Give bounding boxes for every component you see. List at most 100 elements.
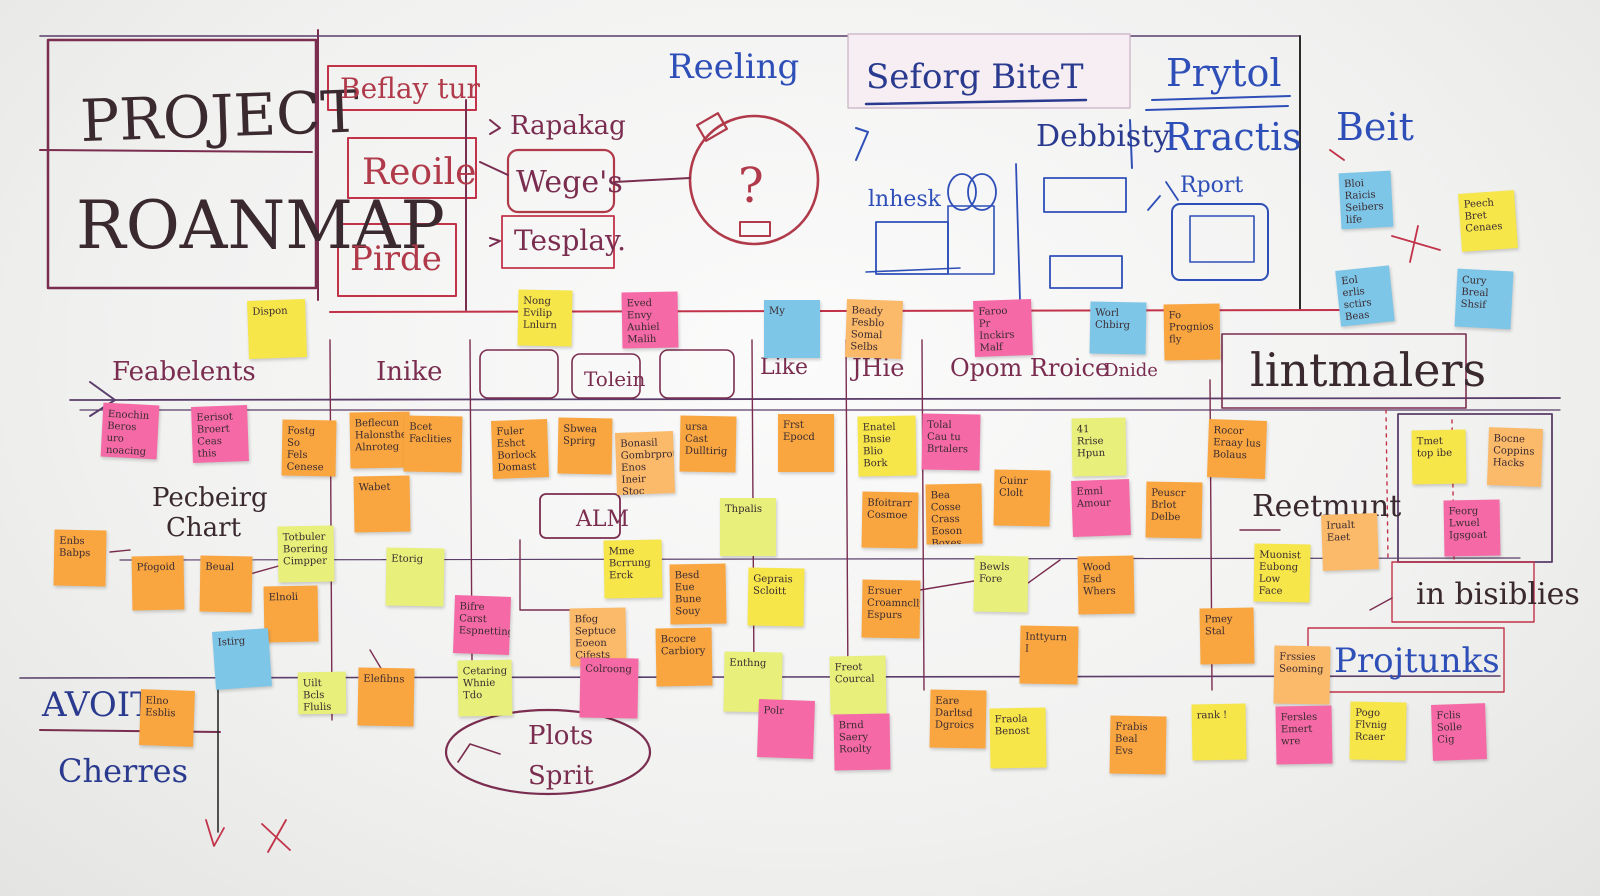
label-sprit: Sprit — [528, 761, 594, 791]
sticky-note: Enbs Babps — [53, 529, 107, 587]
label-debbisty: Debbisty — [1036, 119, 1170, 154]
heading-roadmap: ROANMAP — [76, 187, 445, 264]
sticky-note: Thpalis — [720, 498, 776, 556]
label-rapakag: Rapakag — [510, 111, 626, 141]
sticky-note: Eved Envy Auhiel Malih — [621, 291, 679, 349]
label-beit: Beit — [1336, 105, 1414, 149]
sticky-note: Bewls Fore — [973, 555, 1029, 613]
sticky-note: Emnl Amour — [1071, 479, 1131, 537]
sticky-note: Bloi Raicis Seibers life — [1338, 170, 1394, 230]
label-plots: Plots — [528, 721, 593, 751]
sticky-note: Elno Esblis — [139, 689, 195, 747]
label-avoit: AVOIT — [41, 685, 153, 725]
sticky-note: Frabis Beal Evs — [1109, 715, 1167, 775]
sticky-note: Totbuler Borering Cimpper — [277, 525, 335, 583]
sticky-note: Beflecun Halonsthens Alnroteg — [349, 411, 411, 469]
label-inhesk: lnhesk — [868, 187, 942, 212]
label-rractis: Rractis — [1164, 115, 1302, 159]
sticky-note: Worl Chbirg — [1089, 301, 1147, 355]
label-alm: ALM — [575, 507, 629, 532]
sticky-note: Fersles Emert wre — [1275, 705, 1333, 765]
sticky-note: Mme Bcrrung Erck — [603, 539, 663, 599]
sticky-note: Tmet top ibe — [1411, 429, 1467, 485]
sticky-note: Bea Cosse Crass Eoson Boxes — [925, 483, 983, 545]
sticky-note: Frssies Seoming — [1273, 645, 1331, 705]
sticky-note: Pfogoid — [131, 555, 185, 611]
sticky-note: Elnoli — [263, 585, 319, 643]
sticky-note: Istirg — [212, 628, 272, 690]
label-opom-rroice: Opom Rroice — [950, 354, 1109, 382]
label-dnide: Dnide — [1104, 360, 1158, 381]
sticky-note: Eare Darltsd Dgroics — [929, 689, 987, 749]
sticky-note: Bcet Faclities — [403, 415, 463, 473]
label-cherres: Cherres — [58, 752, 188, 790]
label-question: ? — [738, 158, 764, 214]
label-weges: Wege's — [516, 165, 623, 200]
sticky-note: Geprais Scloitt — [747, 567, 805, 627]
sticky-note: Rocor Eraay lus Bolaus — [1207, 419, 1267, 479]
sticky-note: Eol erlis sctirs Beas — [1335, 265, 1395, 327]
sticky-note: Freot Courcal — [829, 655, 887, 715]
sticky-note: Enatel Bnsie Blio Bork — [857, 415, 917, 477]
sticky-note: Peuscr Brlot Delbe — [1145, 481, 1203, 539]
sticky-note: rank ! — [1191, 703, 1247, 761]
sticky-note: Fostg So Fels Cenese — [281, 419, 337, 477]
label-reoile: Reoile — [362, 152, 476, 193]
sticky-note: Fo Prognios fly — [1163, 303, 1221, 361]
sticky-note: Elefibns — [357, 667, 415, 727]
sticky-note: Colroong — [579, 657, 639, 719]
sticky-note: Enochin Beros uro noacing — [100, 402, 160, 460]
sticky-note: Besd Eue Bune Souy — [669, 563, 727, 625]
sticky-note: ursa Cast Dulltirig — [679, 415, 737, 473]
sticky-note: Cuinr Clolt — [993, 469, 1051, 527]
sticky-note: Beady Fesblo Somal Selbs — [845, 299, 903, 359]
sticky-note: Inttyurn I — [1019, 625, 1079, 685]
sticky-note: Ersuer Croamnclly Espurs — [861, 579, 921, 639]
sticky-note: Brnd Saery Roolty — [833, 713, 891, 771]
label-beflay-tur: Beflay tur — [340, 72, 481, 105]
sticky-note: Bocne Coppins Hacks — [1487, 427, 1543, 487]
sticky-note: Feorg Lwuel Igsgoat — [1443, 499, 1501, 557]
label-seforg-bitet: Seforg BiteT — [866, 57, 1084, 97]
sticky-note: Fraola Benost — [989, 707, 1047, 769]
sticky-note: Eerisot Broert Ceas this — [191, 405, 249, 463]
sticky-note: Pmey Stal — [1199, 607, 1255, 665]
sticky-note: 41 Rrise Hpun — [1071, 417, 1127, 477]
label-reeling: Reeling — [668, 47, 799, 87]
sticky-note: Nong Evilip Lnlurn — [517, 289, 573, 347]
sticky-note: Bifre Carst Espnetting — [453, 595, 511, 655]
sticky-note: Faroo Pr Inckirs Malf — [973, 299, 1033, 357]
label-in-bisiblies: in bisiblies — [1416, 577, 1580, 612]
label-projtunks: Projtunks — [1334, 641, 1500, 681]
sticky-note: Bonasil Gombrprot Enos Ineir Stoc — [614, 431, 676, 495]
sticky-note: Cetaring Whnie Tdo — [457, 659, 513, 717]
label-pirde: Pirde — [350, 239, 442, 279]
sticky-note: Bfoitrarr Cosmoe — [861, 491, 919, 549]
sticky-note: Etorig — [385, 547, 445, 607]
sticky-note: Dispon — [247, 299, 307, 359]
sticky-note: Tolal Cau tu Brtalers — [921, 413, 981, 471]
sticky-note: Fuler Eshct Borlock Domast — [491, 419, 549, 479]
label-likt: Like — [760, 355, 808, 380]
sticky-note: Irualt Eaet — [1321, 513, 1379, 571]
sticky-note: Beual — [199, 555, 253, 613]
label-feabelents: Feabelents — [112, 357, 256, 387]
heading-project: PROJECT — [79, 77, 360, 155]
label-prytol: Prytol — [1166, 51, 1282, 95]
label-chart: Chart — [166, 513, 242, 543]
sticky-note: Pogo Flvnig Rcaer — [1349, 701, 1407, 761]
sticky-note: Muonist Eubong Low Face — [1253, 543, 1311, 603]
sticky-note: Wabet — [353, 475, 411, 533]
sticky-note: Peech Bret Cenaes — [1458, 190, 1518, 252]
label-report: Rport — [1180, 173, 1243, 198]
sticky-note: Wood Esd Whers — [1077, 555, 1135, 615]
label-pecbeirg: Pecbeirg — [152, 483, 268, 513]
sticky-note: Polr — [757, 699, 815, 759]
label-inike: Inike — [376, 357, 442, 387]
sticky-note: Uilt Bcls Flulis — [297, 671, 347, 715]
sticky-note: Fclis Solle Cig — [1431, 703, 1487, 761]
sticky-note: Bcocre Carbiory — [655, 627, 713, 687]
label-intmalers: lintmalers — [1250, 343, 1486, 397]
